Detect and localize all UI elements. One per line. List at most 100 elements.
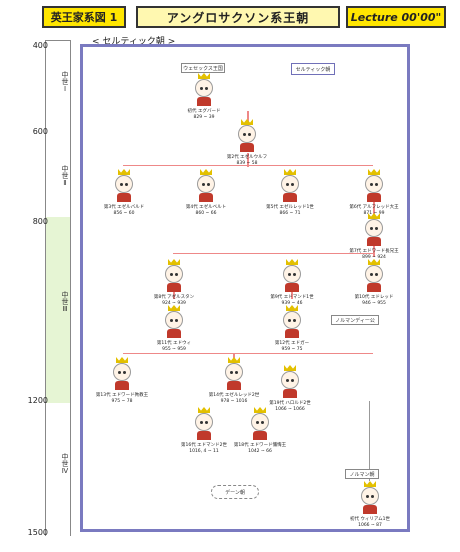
face-icon (283, 265, 301, 283)
person-name: 第9代 エドマンド1世 (270, 295, 314, 300)
person-years: 975 ~ 78 (111, 398, 133, 404)
timeline-segment (46, 403, 70, 537)
person-years: 899 ~ 924 (362, 254, 386, 260)
person-name: 第13代 エドワード殉教王 (95, 393, 149, 398)
robe-icon (117, 193, 131, 202)
person-years: 978 ~ 1016 (220, 398, 248, 404)
person-name: 第4代 エゼルベルト (185, 205, 227, 210)
person-years: 946 ~ 955 (362, 300, 386, 306)
lecture-label: Lecture 00'00" (346, 6, 446, 28)
person-years: 871 ~ 99 (363, 210, 385, 216)
face-icon (197, 175, 215, 193)
person-name: 第10代 エドレッド (354, 295, 394, 300)
crown-icon (228, 357, 240, 363)
lineage-line (247, 153, 249, 167)
person-years: 829 ~ 39 (193, 114, 215, 120)
crown-icon (241, 119, 253, 125)
person-years: 1016, 4 ~ 11 (189, 448, 219, 454)
crown-icon (254, 407, 266, 413)
face-icon (165, 311, 183, 329)
era-header: < セルティック朝 > (92, 37, 176, 47)
face-icon (365, 175, 383, 193)
robe-icon (199, 193, 213, 202)
period-label: 中世Ⅳ (61, 453, 69, 475)
face-icon (281, 371, 299, 389)
face-icon (283, 311, 301, 329)
celtic-box: セルティック朝 (291, 63, 335, 75)
person-name: 第14代 エゼルレッド2世 (208, 393, 260, 398)
robe-icon (283, 389, 297, 398)
year-label: 400 (32, 41, 48, 50)
face-icon (115, 175, 133, 193)
crown-icon (368, 259, 380, 265)
person-years: 955 ~ 959 (162, 346, 186, 352)
person-years: 939 ~ 46 (281, 300, 303, 306)
face-icon (361, 487, 379, 505)
robe-icon (240, 143, 254, 152)
person-name: 初代 エグバード (187, 109, 221, 114)
norman-box: ノルマン朝 (345, 469, 379, 479)
crown-icon (364, 481, 376, 487)
person-name: 第2代 エゼルウルフ (226, 155, 268, 160)
crown-icon (286, 259, 298, 265)
face-icon (251, 413, 269, 431)
robe-icon (253, 431, 267, 440)
robe-icon (285, 329, 299, 338)
year-label: 800 (32, 217, 48, 226)
person-years: 860 ~ 66 (195, 210, 217, 216)
face-icon (165, 265, 183, 283)
period-label: 中世Ⅲ (61, 291, 69, 313)
crown-icon (168, 305, 180, 311)
face-icon (238, 125, 256, 143)
person-name: 第3代 エゼルバルド (103, 205, 145, 210)
page-title: アングロサクソン系王朝 (136, 6, 340, 28)
lineage-line (123, 165, 373, 166)
crown-icon (286, 305, 298, 311)
lineage-line (369, 401, 370, 481)
person-name: 第5代 エゼルレッド1世 (266, 205, 314, 210)
person-name: 第6代 アルフレッド大王 (349, 205, 399, 210)
genealogy-board: ウェセックス王国 セルティック朝 ノルマンディー公 ノルマン朝 デーン朝 初代 … (80, 44, 410, 532)
crown-icon (368, 213, 380, 219)
crown-icon (116, 357, 128, 363)
series-title: 英王家系図 1 (42, 6, 126, 28)
robe-icon (367, 193, 381, 202)
person-name: 第19代 ハロルド2世 (269, 401, 311, 406)
lineage-line (247, 111, 249, 127)
danish-box: デーン朝 (211, 485, 259, 499)
person-years: 959 ~ 75 (281, 346, 303, 352)
lineage-line (173, 253, 373, 254)
person-years: 924 ~ 939 (162, 300, 186, 306)
face-icon (225, 363, 243, 381)
robe-icon (367, 283, 381, 292)
person-years: 856 ~ 60 (113, 210, 135, 216)
crown-icon (284, 169, 296, 175)
face-icon (195, 413, 213, 431)
robe-icon (367, 237, 381, 246)
period-label: 中世Ⅱ (61, 165, 69, 187)
robe-icon (227, 381, 241, 390)
face-icon (281, 175, 299, 193)
year-label: 600 (32, 127, 48, 136)
lineage-line (123, 353, 373, 354)
person-years: 1066 ~ 1066 (275, 406, 305, 412)
timeline-segment-highlight (46, 217, 70, 403)
person-years: 839 ~ 58 (236, 160, 258, 166)
person-name: 第7代 エドワード長兄王 (349, 249, 399, 254)
robe-icon (167, 283, 181, 292)
year-label: 1500 (27, 528, 48, 537)
person-name: 第8代 アゼルスタン (153, 295, 195, 300)
person-name: 第18代 エドワード懺悔王 (233, 443, 287, 448)
robe-icon (197, 97, 211, 106)
crown-icon (200, 169, 212, 175)
timeline: 400 600 800 1200 1500 中世Ⅰ 中世Ⅱ 中世Ⅲ 中世Ⅳ (28, 40, 71, 537)
face-icon (195, 79, 213, 97)
lineage-line (373, 193, 375, 217)
wessex-box: ウェセックス王国 (181, 63, 225, 73)
robe-icon (283, 193, 297, 202)
crown-icon (118, 169, 130, 175)
normandy-box: ノルマンディー公 (331, 315, 379, 325)
crown-icon (198, 73, 210, 79)
crown-icon (168, 259, 180, 265)
robe-icon (363, 505, 377, 514)
